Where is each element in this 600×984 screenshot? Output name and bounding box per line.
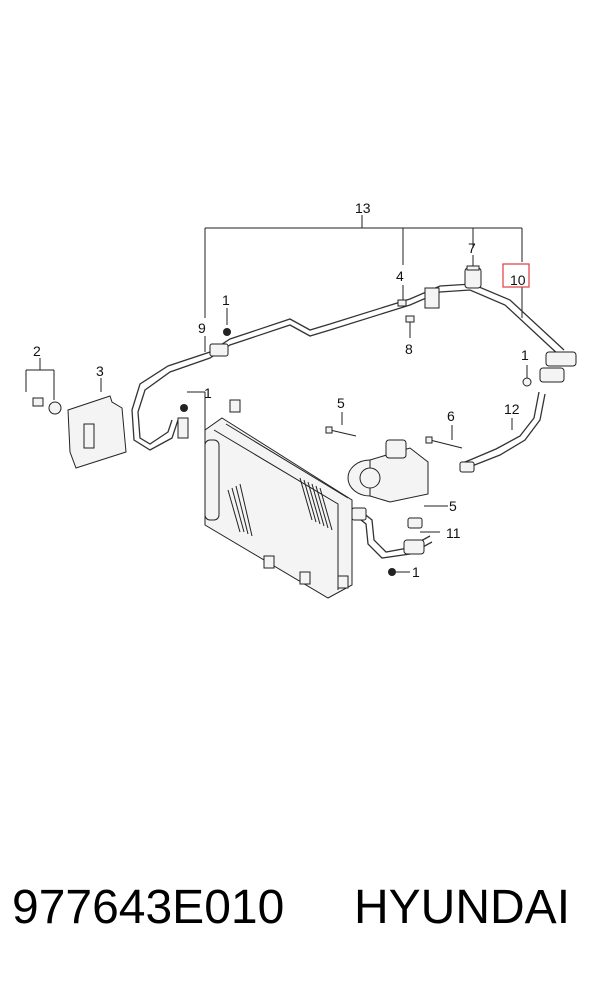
bolt-6 [425,425,463,449]
bolt-1-bottom [388,568,410,576]
callout-1-right: 1 [521,347,529,363]
condenser [204,417,353,599]
callout-12: 12 [504,401,520,417]
hose-11 [351,505,448,559]
callout-9: 9 [198,320,206,336]
brand-name: HYUNDAI [354,881,571,934]
part-number: 977643E010 [12,881,285,934]
compressor [347,439,429,503]
callout-13-bracket [204,215,523,318]
callout-5-bottom: 5 [449,498,457,514]
bracket-4 [397,285,440,338]
ac-line-exploded-diagram: 13 7 4 10 1 9 8 2 3 1 1 12 5 6 5 11 1 [25,200,577,599]
callout-1-top-left: 1 [222,292,230,308]
clip-9 [204,308,231,357]
highlight-box-10 [502,263,530,288]
callout-3: 3 [96,363,104,379]
callout-1-bottom: 1 [412,564,420,580]
callout-5-top: 5 [337,395,345,411]
footer: 977643E010 HYUNDAI [0,872,600,952]
bolt-5-top [325,412,357,437]
callout-10: 10 [510,272,526,288]
callout-8: 8 [405,341,413,357]
callout-11: 11 [446,525,461,541]
condenser-fins [227,477,333,537]
suction-pipe [131,283,565,451]
left-bracket-assembly [25,358,127,469]
drier-part-7 [464,255,482,289]
callout-4: 4 [396,268,404,284]
callout-1-mid: 1 [204,385,212,401]
callout-6: 6 [447,408,455,424]
hose-12 [459,391,546,473]
right-fittings [522,351,577,387]
callout-2: 2 [33,343,41,359]
callout-7: 7 [468,240,476,256]
callout-13: 13 [355,200,371,216]
